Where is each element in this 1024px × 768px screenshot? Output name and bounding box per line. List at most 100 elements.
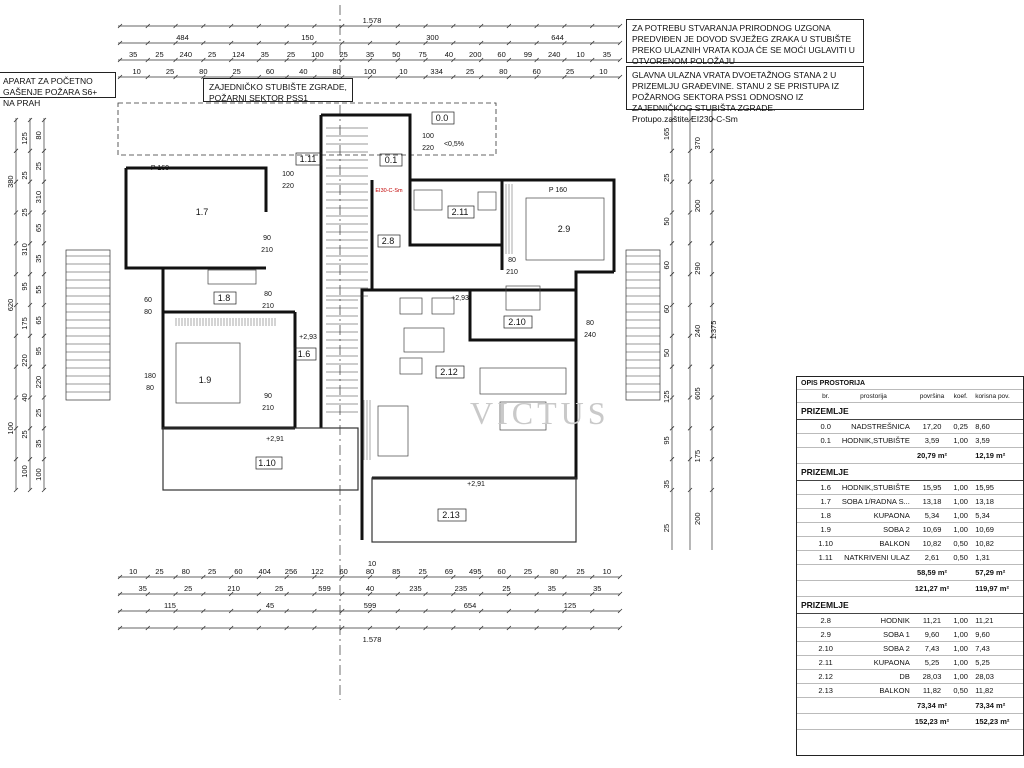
cell-usable: 10,69 [975, 525, 994, 534]
dim-label: 35 [34, 440, 43, 448]
cell-room: NATKRIVENI ULAZ [844, 553, 910, 562]
door-0-0-w: 100 [422, 133, 434, 140]
dim-label: 100 [6, 422, 15, 435]
dim-label: 200 [693, 200, 702, 213]
dimension-ticks [13, 23, 715, 631]
cell-room: KUPAONA [873, 511, 910, 520]
total-usable: 152,23 m² [975, 717, 1010, 726]
dim-label: 95 [20, 282, 29, 290]
cell-nr: 1.9 [820, 525, 831, 534]
cell-room: HODNIK,STUBIŠTE [841, 483, 910, 492]
cell-room: SOBA 1/RADNA S... [841, 497, 910, 506]
dim-label: 240 [180, 50, 193, 59]
wall-2-12-west [360, 288, 372, 478]
note-stairwell: ZAJEDNIČKO STUBIŠTE ZGRADE, POŽARNI SEKT… [203, 78, 353, 103]
dim-label: 60 [234, 567, 242, 576]
plan-annotations: P 160 P 160 <0,5% +2,93 +2,93 +2,91 +2,9… [144, 133, 596, 488]
dim-label: 69 [445, 567, 453, 576]
room-1-11: 1.11 [300, 154, 317, 164]
dim-label: 200 [693, 512, 702, 525]
dim-label: 35 [593, 584, 601, 593]
cell-nr: 2.8 [820, 616, 831, 625]
note-extinguisher-text: APARAT ZA POČETNO GAŠENJE POŽARA S6+ NA … [3, 76, 98, 108]
exterior-stairs-right [625, 249, 661, 401]
dim-label: 45 [266, 601, 274, 610]
note-main-door-text: GLAVNA ULAZNA VRATA DVOETAŽNOG STANA 2 U… [632, 70, 840, 113]
bath-tub [413, 189, 443, 211]
cell-usable: 7,43 [975, 644, 990, 653]
total-area: 73,34 m² [916, 701, 947, 710]
cell-nr: 0.1 [820, 436, 831, 445]
dim-label: 35 [129, 50, 137, 59]
dim-top-total: 1.578 [363, 16, 382, 25]
bath-counter-1-8 [207, 269, 257, 285]
dim-label: 220 [34, 376, 43, 389]
note-ventilation-text: ZA POTREBU STVARANJA PRIRODNOG UZGONA PR… [632, 23, 855, 66]
col-header-nr: br. [822, 392, 830, 400]
dim-label: 495 [469, 567, 482, 576]
dim-label: 25 [155, 567, 163, 576]
cell-coef: 0,50 [953, 686, 968, 695]
cell-nr: 1.8 [820, 511, 831, 520]
cell-area: 17,20 [922, 422, 942, 431]
level-mark-4: +2,91 [467, 481, 485, 488]
dim-label: 40 [366, 584, 374, 593]
dim-label: 25 [502, 584, 510, 593]
room-0-1: 0.1 [385, 155, 398, 165]
balcony-1-10 [162, 427, 359, 491]
cell-coef: 1,00 [953, 658, 968, 667]
total-usable: 57,29 m² [975, 568, 1006, 577]
cell-coef: 1,00 [953, 483, 968, 492]
sofa [479, 367, 567, 395]
dim-label: 25 [20, 208, 29, 216]
room-2-13: 2.13 [442, 510, 460, 520]
cell-usable: 13,18 [975, 497, 994, 506]
cell-area: 13,18 [922, 497, 942, 506]
door-1-7-h: 210 [261, 247, 273, 254]
dim-label: 35 [662, 480, 671, 488]
cell-nr: 2.10 [818, 644, 833, 653]
cell-area: 5,25 [924, 658, 940, 667]
total-area: 152,23 m² [914, 717, 950, 726]
dim-label: 35 [548, 584, 556, 593]
door-1-11-w: 100 [282, 171, 294, 178]
dim-label: 60 [266, 67, 274, 76]
dim-label: 80 [182, 567, 190, 576]
cell-usable: 9,60 [975, 630, 990, 639]
window-1-9-h: 80 [146, 385, 154, 392]
dim-label: 25 [232, 67, 240, 76]
dim-label: 210 [227, 584, 240, 593]
cell-room: SOBA 2 [883, 525, 910, 534]
dim-label: 25 [275, 584, 283, 593]
table-title: OPIS PROSTORIJA [797, 377, 1023, 390]
cell-coef: 0,50 [953, 539, 968, 548]
dim-bottom-extra: 10 [368, 559, 376, 568]
cell-room: HODNIK,STUBIŠTE [841, 436, 910, 445]
balconies [162, 427, 577, 543]
dim-label: 100 [34, 468, 43, 481]
cell-usable: 8,60 [975, 422, 990, 431]
dim-label: 122 [311, 567, 324, 576]
cell-usable: 15,95 [975, 483, 994, 492]
dim-label: 100 [311, 50, 324, 59]
chair-1 [399, 297, 423, 315]
room-2-9: 2.9 [558, 224, 571, 234]
room-2-12: 2.12 [440, 367, 458, 377]
cell-room: SOBA 2 [883, 644, 910, 653]
total-area: 20,79 m² [916, 451, 947, 460]
total-usable: 119,97 m² [975, 584, 1009, 593]
dim-label: 240 [548, 50, 561, 59]
furniture [175, 189, 605, 457]
